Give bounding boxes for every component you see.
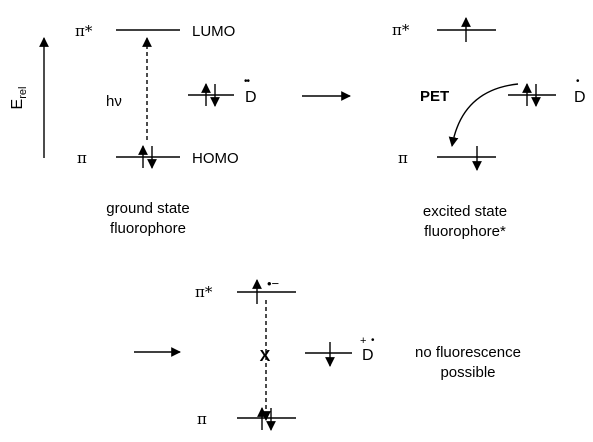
homo-electron-pair [138, 145, 157, 169]
ground-caption-line2: fluorophore [110, 220, 186, 237]
pi-label-excited: π [398, 149, 408, 167]
result-caption-line2: possible [440, 364, 495, 381]
energy-axis-label: Erel [9, 87, 29, 110]
donor-cation-dot: • [371, 335, 375, 346]
homo-label: HOMO [192, 150, 239, 167]
excited-donor-label: D [574, 89, 586, 106]
donor-lone-pair: •• [244, 76, 251, 87]
pi-star-label-excited: π* [392, 21, 410, 39]
energy-axis: Erel [9, 37, 49, 158]
excitation-label: hν [106, 93, 122, 110]
ground-state-panel: π* LUMO hν π HOMO D •• ground state fluo… [75, 22, 257, 237]
quenched-homo-electron-pair [257, 407, 276, 431]
donor-label: D [245, 89, 257, 106]
ground-caption-line1: ground state [106, 200, 189, 217]
quenched-donor-label: D [362, 347, 374, 364]
excited-caption-line1: excited state [423, 203, 507, 220]
donor-cation-sign: + [360, 335, 366, 347]
pi-star-label: π* [75, 22, 93, 40]
excited-donor-dot: • [576, 76, 580, 87]
quenched-state-panel: π* •− X D + • π no fluorescence possible [195, 276, 521, 431]
result-caption-line1: no fluorescence [415, 344, 521, 361]
excited-donor-electron-pair [522, 83, 541, 107]
pet-transfer-arrow [448, 83, 519, 147]
blocked-mark: X [260, 348, 271, 365]
excited-state-panel: π* PET D • π excited state fluorophore* [392, 17, 586, 240]
pi-label: π [77, 149, 87, 167]
donor-electron-pair [201, 83, 220, 107]
lumo-label: LUMO [192, 23, 235, 40]
excited-caption-line2: fluorophore* [424, 223, 506, 240]
pi-star-label-quenched: π* [195, 283, 213, 301]
pet-label: PET [420, 88, 449, 105]
radical-anion-label: •− [267, 276, 279, 291]
pi-label-quenched: π [197, 410, 207, 428]
